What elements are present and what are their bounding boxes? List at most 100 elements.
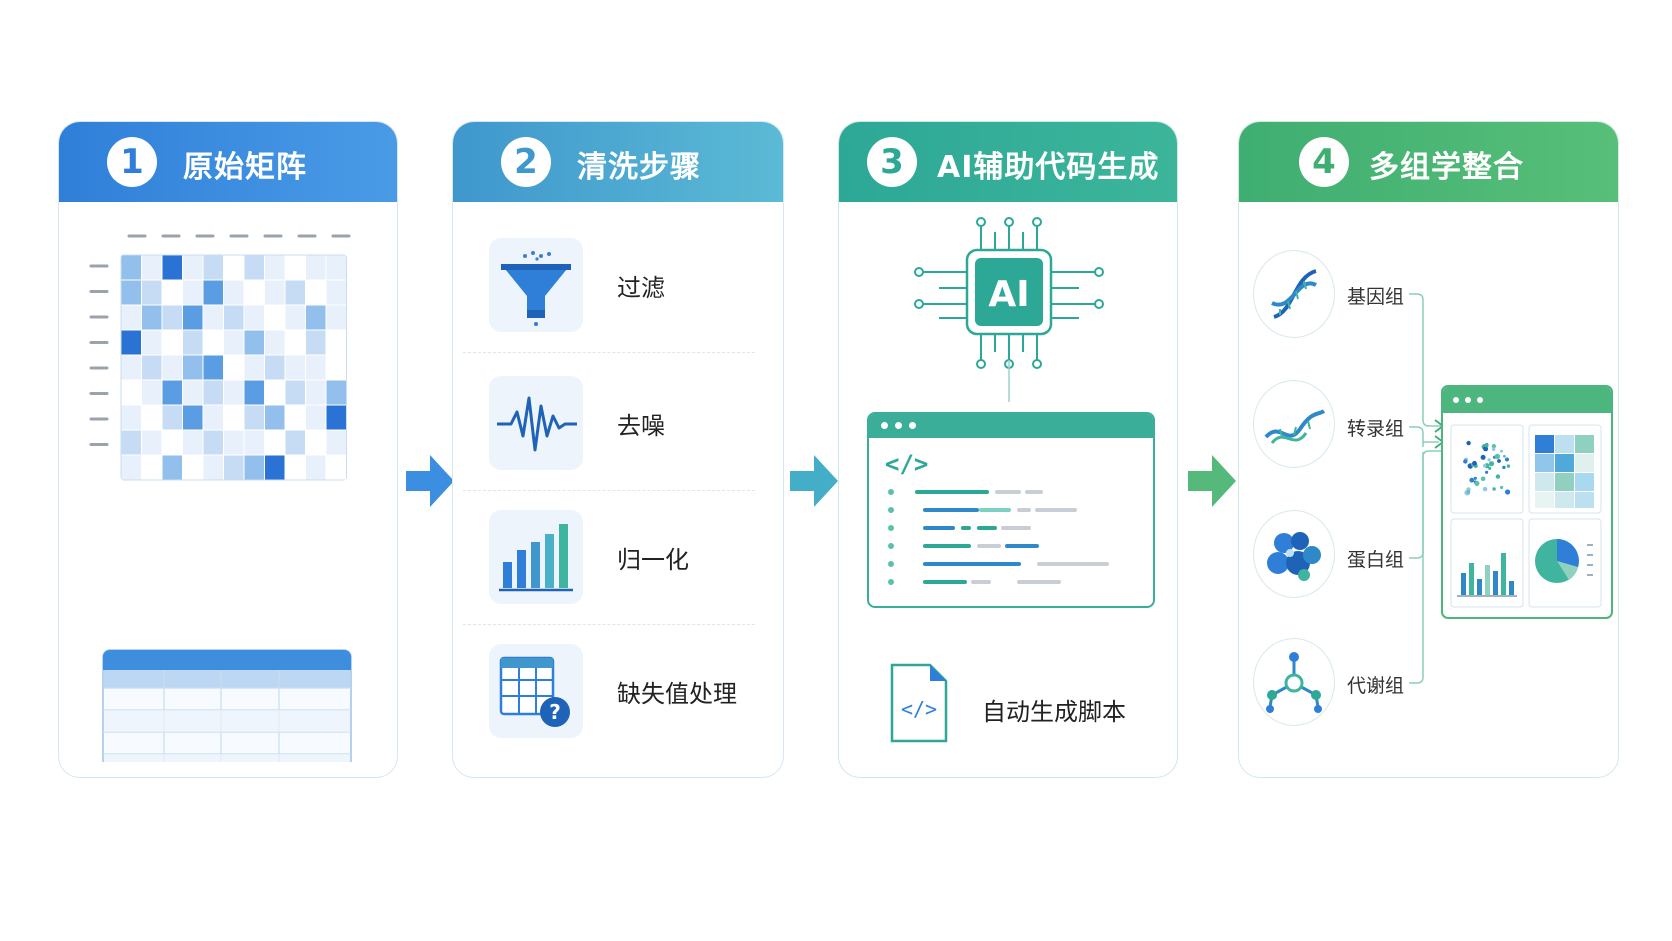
matrix-cell	[183, 355, 203, 380]
matrix-cell	[244, 255, 264, 280]
bar-chart-icon	[499, 524, 573, 592]
matrix-cell	[285, 255, 305, 280]
matrix-cell	[326, 380, 346, 405]
step-label: 缺失值处理	[617, 680, 737, 708]
matrix-cell	[142, 355, 162, 380]
cleaning-panel: 2 清洗步骤 过滤 去噪	[452, 121, 784, 778]
matrix-cell	[183, 305, 203, 330]
flow-arrow-icon	[1188, 455, 1236, 507]
matrix-cell	[224, 255, 244, 280]
matrix-cell	[121, 330, 141, 355]
scatter-dot	[1491, 444, 1496, 449]
scatter-dot	[1500, 449, 1503, 453]
scatter-dot	[1497, 459, 1501, 463]
matrix-cell	[142, 305, 162, 330]
missing-table-icon: ?	[499, 656, 570, 727]
matrix-cell	[326, 255, 346, 280]
matrix-cell	[142, 280, 162, 305]
matrix-cell	[142, 455, 162, 480]
omics-connectors	[1409, 293, 1445, 684]
matrix-cell	[285, 280, 305, 305]
matrix-cell	[224, 380, 244, 405]
step-missing-values: ? 缺失值处理	[453, 630, 783, 768]
matrix-cell	[265, 405, 285, 430]
matrix-cell	[285, 380, 305, 405]
scatter-dot	[1469, 477, 1475, 483]
matrix-cell	[265, 305, 285, 330]
step-number: 3	[867, 137, 917, 187]
divider	[463, 490, 755, 491]
divider	[463, 352, 755, 353]
multiomics-header: 4 多组学整合	[1239, 122, 1618, 202]
matrix-cell	[306, 430, 326, 455]
matrix-cell	[224, 305, 244, 330]
matrix-cell	[306, 280, 326, 305]
matrix-cell	[142, 380, 162, 405]
step-denoise: 去噪	[453, 362, 783, 500]
matrix-cell	[224, 430, 244, 455]
matrix-cell	[121, 405, 141, 430]
matrix-cell	[285, 455, 305, 480]
matrix-cell	[203, 455, 223, 480]
matrix-cell	[203, 380, 223, 405]
matrix-cell	[203, 330, 223, 355]
cleaning-header: 2 清洗步骤	[453, 122, 783, 202]
rna-icon	[1253, 380, 1335, 468]
matrix-cell	[142, 330, 162, 355]
divider	[463, 624, 755, 625]
matrix-cell	[265, 280, 285, 305]
matrix-cell	[285, 405, 305, 430]
matrix-cell	[244, 405, 264, 430]
matrix-cell	[224, 355, 244, 380]
flow-arrow-icon	[406, 455, 454, 507]
matrix-cell	[162, 455, 182, 480]
matrix-cell	[265, 380, 285, 405]
data-table-icon	[102, 649, 352, 762]
matrix-cell	[224, 330, 244, 355]
step-title: 多组学整合	[1369, 150, 1524, 185]
step-normalize: 归一化	[453, 496, 783, 634]
scatter-dot	[1492, 447, 1496, 451]
step-label: 去噪	[617, 412, 665, 440]
matrix-cell	[121, 305, 141, 330]
scatter-dot	[1484, 443, 1489, 448]
matrix-cell	[265, 355, 285, 380]
matrix-cell	[203, 255, 223, 280]
code-window-titlebar	[869, 414, 1153, 438]
matrix-cell	[183, 380, 203, 405]
scatter-dot	[1503, 454, 1506, 458]
scatter-dot	[1505, 489, 1511, 495]
integrated-dashboard	[1441, 385, 1613, 619]
matrix-cell	[306, 255, 326, 280]
matrix-cell	[142, 430, 162, 455]
matrix-cell	[265, 430, 285, 455]
step-filter: 过滤	[453, 224, 783, 362]
scatter-dot	[1473, 476, 1477, 480]
scatter-dot	[1489, 461, 1494, 467]
omics-label-metabolome: 代谢组	[1347, 675, 1405, 697]
scatter-dot	[1495, 474, 1501, 479]
matrix-cell	[162, 380, 182, 405]
matrix-cell	[285, 430, 305, 455]
scatter-dot	[1466, 440, 1471, 446]
scatter-dot	[1505, 457, 1509, 462]
waveform-icon	[497, 396, 577, 452]
matrix-cell	[306, 330, 326, 355]
matrix-cell	[326, 430, 346, 455]
scatter-dot	[1472, 460, 1477, 466]
omics-label-proteome: 蛋白组	[1347, 549, 1405, 571]
matrix-cell	[224, 455, 244, 480]
dashboard-charts	[1450, 424, 1602, 608]
matrix-cell	[306, 380, 326, 405]
matrix-cell	[224, 405, 244, 430]
scatter-dot	[1483, 463, 1487, 468]
svg-text:?: ?	[549, 700, 561, 724]
matrix-cell	[142, 405, 162, 430]
matrix-cell	[244, 355, 264, 380]
scatter-dot	[1485, 470, 1489, 474]
code-lines	[888, 489, 1109, 585]
matrix-cell	[183, 430, 203, 455]
scatter-dot	[1502, 465, 1506, 470]
omics-label-genome: 基因组	[1347, 286, 1405, 308]
matrix-cell	[203, 355, 223, 380]
